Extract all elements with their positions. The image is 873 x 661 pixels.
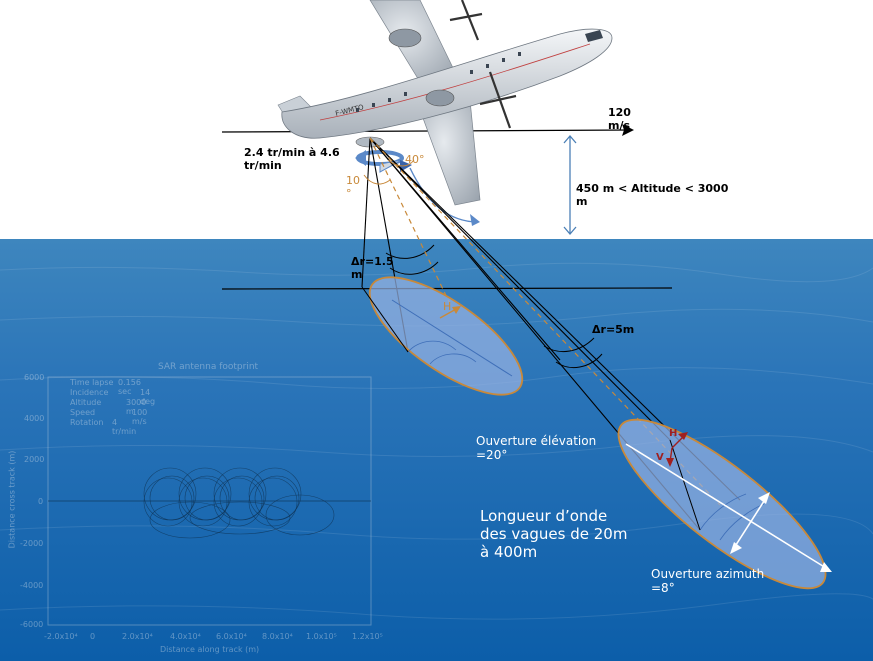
far-footprint-arrows (625, 443, 832, 572)
sea-ripples (0, 262, 873, 620)
inset-param-row: Rotation 4 tr/min (70, 418, 136, 436)
angle-10-label: 10 ° (346, 174, 360, 200)
rotation-swirl-head (470, 214, 480, 226)
angle-40-arc (387, 159, 415, 167)
azimuth-aperture-label: Ouverture azimuth =8° (651, 567, 765, 595)
inset-param-value: 14 deg (140, 388, 156, 406)
inset-param-value: 0.156 sec (118, 378, 141, 396)
inset-param-row: Time lapse 0.156 sec (70, 378, 141, 396)
inset-param-row: Speed 100 m/s (70, 408, 147, 426)
inset-param-name: Altitude (70, 398, 102, 407)
inset-ytick: 0 (38, 497, 44, 506)
delta-r-far-label: Δr=5m (592, 323, 635, 336)
inset-plot-title: SAR antenna footprint (158, 362, 259, 372)
inset-param-name: Speed (70, 408, 96, 417)
inset-ytick: 6000 (24, 373, 45, 382)
flight-level-line (221, 129, 633, 133)
inset-param-value: 3000 m (126, 398, 147, 416)
far-v-label: V (656, 452, 664, 463)
altitude-arrow (563, 135, 577, 235)
inset-param-name: Time lapse (70, 378, 114, 387)
angle-10-arc (363, 174, 391, 185)
near-h-label: H (443, 300, 452, 313)
inset-ytick: 2000 (24, 455, 45, 464)
altitude-label: 450 m < Altitude < 3000 m (576, 182, 729, 208)
inset-plot-frame (47, 376, 372, 626)
inset-param-value: 100 m/s (132, 408, 148, 426)
inset-ytick: -4000 (20, 581, 44, 590)
inset-param-row: Incidence 14 deg (70, 388, 155, 406)
angle-40-label: 40° (405, 153, 425, 166)
inset-param-value: 4 tr/min (112, 418, 137, 436)
inset-ylabel: Distance cross track (m) (7, 450, 17, 549)
inset-ytick: 4000 (24, 414, 45, 423)
inset-ytick: -6000 (20, 620, 44, 629)
wavelength-label: Longueur d’onde des vagues de 20m à 400m (480, 507, 628, 561)
inset-xtick: 6.0x10⁴ (216, 632, 247, 641)
sea-level-line (221, 287, 673, 290)
far-h-label: H (669, 428, 678, 439)
flight-direction-arrowhead (622, 124, 634, 136)
aircraft (277, 0, 613, 206)
inset-xtick: -2.0x10⁴ (44, 632, 78, 641)
inset-ytick: -2000 (20, 539, 44, 548)
inset-xtick: 8.0x10⁴ (262, 632, 293, 641)
speed-label: 120 m/s (608, 106, 631, 132)
near-h-vector-head (452, 306, 461, 314)
far-hv-vectors (666, 432, 688, 467)
inset-footprint-circles (143, 467, 335, 539)
inset-param-name: Rotation (70, 418, 104, 427)
inset-xtick: 0 (90, 632, 96, 641)
delta-r-near-label: Δr=1.5 m (351, 255, 394, 281)
elevation-aperture-label: Ouverture élévation =20° (476, 434, 597, 462)
inset-xlabel: Distance along track (m) (160, 645, 260, 654)
beam-arcs (385, 244, 603, 369)
inset-xtick: 4.0x10⁴ (170, 632, 201, 641)
radar-beam-lines (361, 137, 741, 531)
inset-plot-params: Time lapse 0.156 sec Incidence 14 deg Alti… (70, 378, 155, 436)
inset-footprint-plot (47, 376, 372, 626)
beam-axis-dashed (369, 137, 721, 506)
near-footprint (361, 276, 524, 396)
inset-xtick: 1.2x10⁵ (352, 632, 383, 641)
inset-param-name: Incidence (70, 388, 109, 397)
rotation-speed-label: 2.4 tr/min à 4.6 tr/min (244, 146, 340, 172)
inset-xtick: 2.0x10⁴ (122, 632, 153, 641)
inset-param-row: Altitude 3000 m (70, 398, 146, 416)
inset-xtick: 1.0x10⁵ (306, 632, 337, 641)
